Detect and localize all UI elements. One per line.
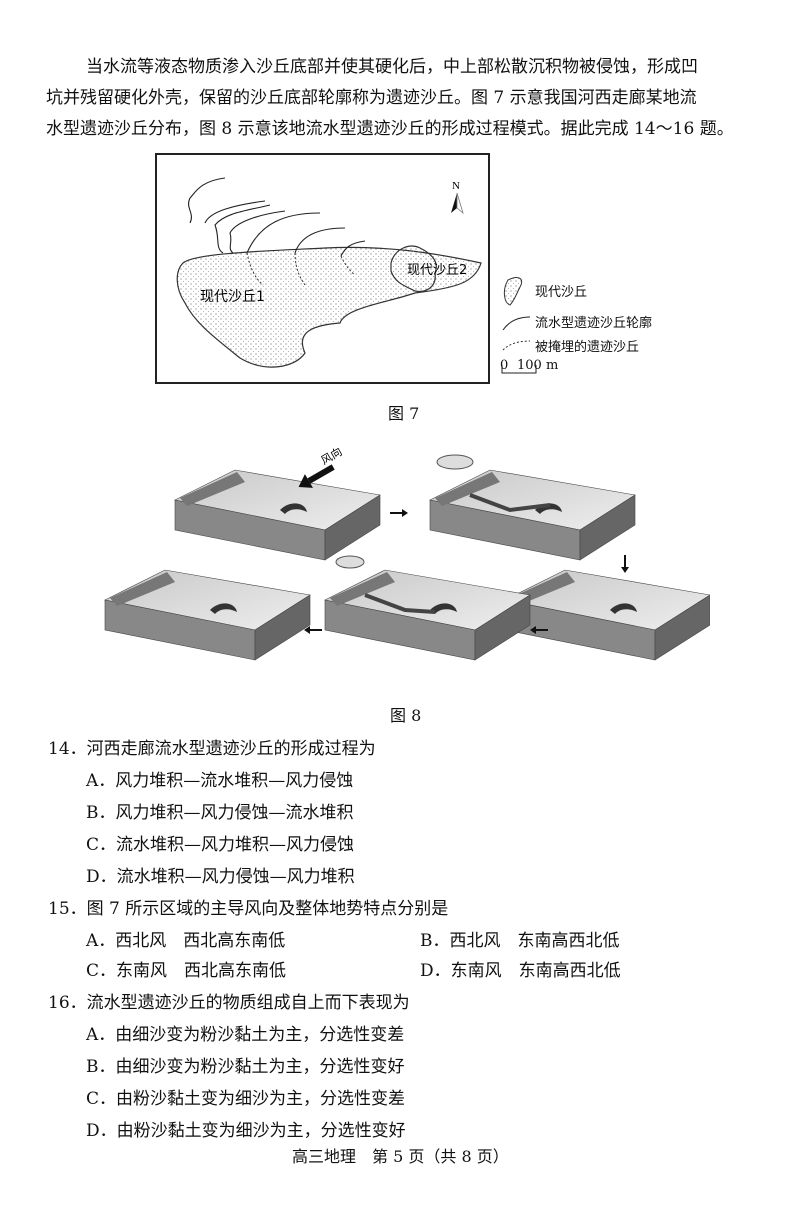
process-arrows <box>304 509 629 634</box>
q16-option-d: D．由粉沙黏土变为细沙为主，分选性变好 <box>86 1121 406 1141</box>
figure-8-caption: 图 8 <box>390 706 422 725</box>
stage-2 <box>429 454 636 561</box>
scale-zero: 0 <box>500 358 509 373</box>
figure-8-process: 风向 <box>104 444 710 661</box>
q14-option-a: A．风力堆积—流水堆积—风力侵蚀 <box>86 771 354 791</box>
stage-5 <box>104 569 311 661</box>
stage-3 <box>504 569 710 661</box>
figure-7-caption: 图 7 <box>388 404 420 423</box>
q16-option-a: A．由细沙变为粉沙黏土为主，分选性变差 <box>86 1025 405 1045</box>
question-16-stem: 16．流水型遗迹沙丘的物质组成自上而下表现为 <box>48 993 410 1013</box>
wind-label: 风向 <box>318 444 344 467</box>
q14-option-c: C．流水堆积—风力堆积—风力侵蚀 <box>86 835 355 855</box>
intro-line: 当水流等液态物质渗入沙丘底部并使其硬化后，中上部松散沉积物被侵蚀，形成凹 <box>86 57 698 77</box>
q16-option-c: C．由粉沙黏土变为细沙为主，分选性变差 <box>86 1089 406 1109</box>
intro-line: 水型遗迹沙丘分布，图 8 示意该地流水型遗迹沙丘的形成过程模式。据此完成 14～… <box>46 119 734 139</box>
q16-option-b: B．由细沙变为粉沙黏土为主，分选性变好 <box>86 1057 405 1077</box>
legend-buried-dune: 被掩埋的遗迹沙丘 <box>535 340 640 355</box>
relict-dune-outlines <box>188 177 366 257</box>
legend-modern-dune: 现代沙丘 <box>535 285 588 300</box>
page-footer: 高三地理 第 5 页（共 8 页） <box>292 1147 509 1166</box>
q15-option-b: B．西北风 东南高西北低 <box>420 931 620 951</box>
question-15-stem: 15．图 7 所示区域的主导风向及整体地势特点分别是 <box>48 899 449 919</box>
north-label: N <box>452 180 460 192</box>
stage-4 <box>324 555 531 661</box>
intro-line: 坑并残留硬化外壳，保留的沙丘底部轮廓称为遗迹沙丘。图 7 示意我国河西走廊某地流 <box>46 88 697 108</box>
dune-1-label: 现代沙丘1 <box>200 289 265 305</box>
dune-2-label: 现代沙丘2 <box>407 263 467 278</box>
legend-symbols <box>501 277 537 374</box>
stage-1 <box>174 469 381 561</box>
q14-option-b: B．风力堆积—风力侵蚀—流水堆积 <box>86 803 354 823</box>
figure-7-map: N 现代沙丘1 现代沙丘2 <box>155 153 490 384</box>
modern-dune-2 <box>390 245 437 293</box>
q14-option-d: D．流水堆积—风力侵蚀—风力堆积 <box>86 867 355 887</box>
q15-option-c: C．东南风 西北高东南低 <box>86 961 287 981</box>
legend-relict-outline: 流水型遗迹沙丘轮廓 <box>535 316 653 331</box>
scale-label: 100 m <box>517 358 559 373</box>
intro-paragraph: 当水流等液态物质渗入沙丘底部并使其硬化后，中上部松散沉积物被侵蚀，形成凹 坑并残… <box>46 52 756 145</box>
north-arrow <box>451 192 464 215</box>
wind-arrow <box>298 464 335 488</box>
q15-option-d: D．东南风 东南高西北低 <box>420 961 621 981</box>
question-14-stem: 14．河西走廊流水型遗迹沙丘的形成过程为 <box>48 739 376 759</box>
q15-option-a: A．西北风 西北高东南低 <box>86 931 286 951</box>
